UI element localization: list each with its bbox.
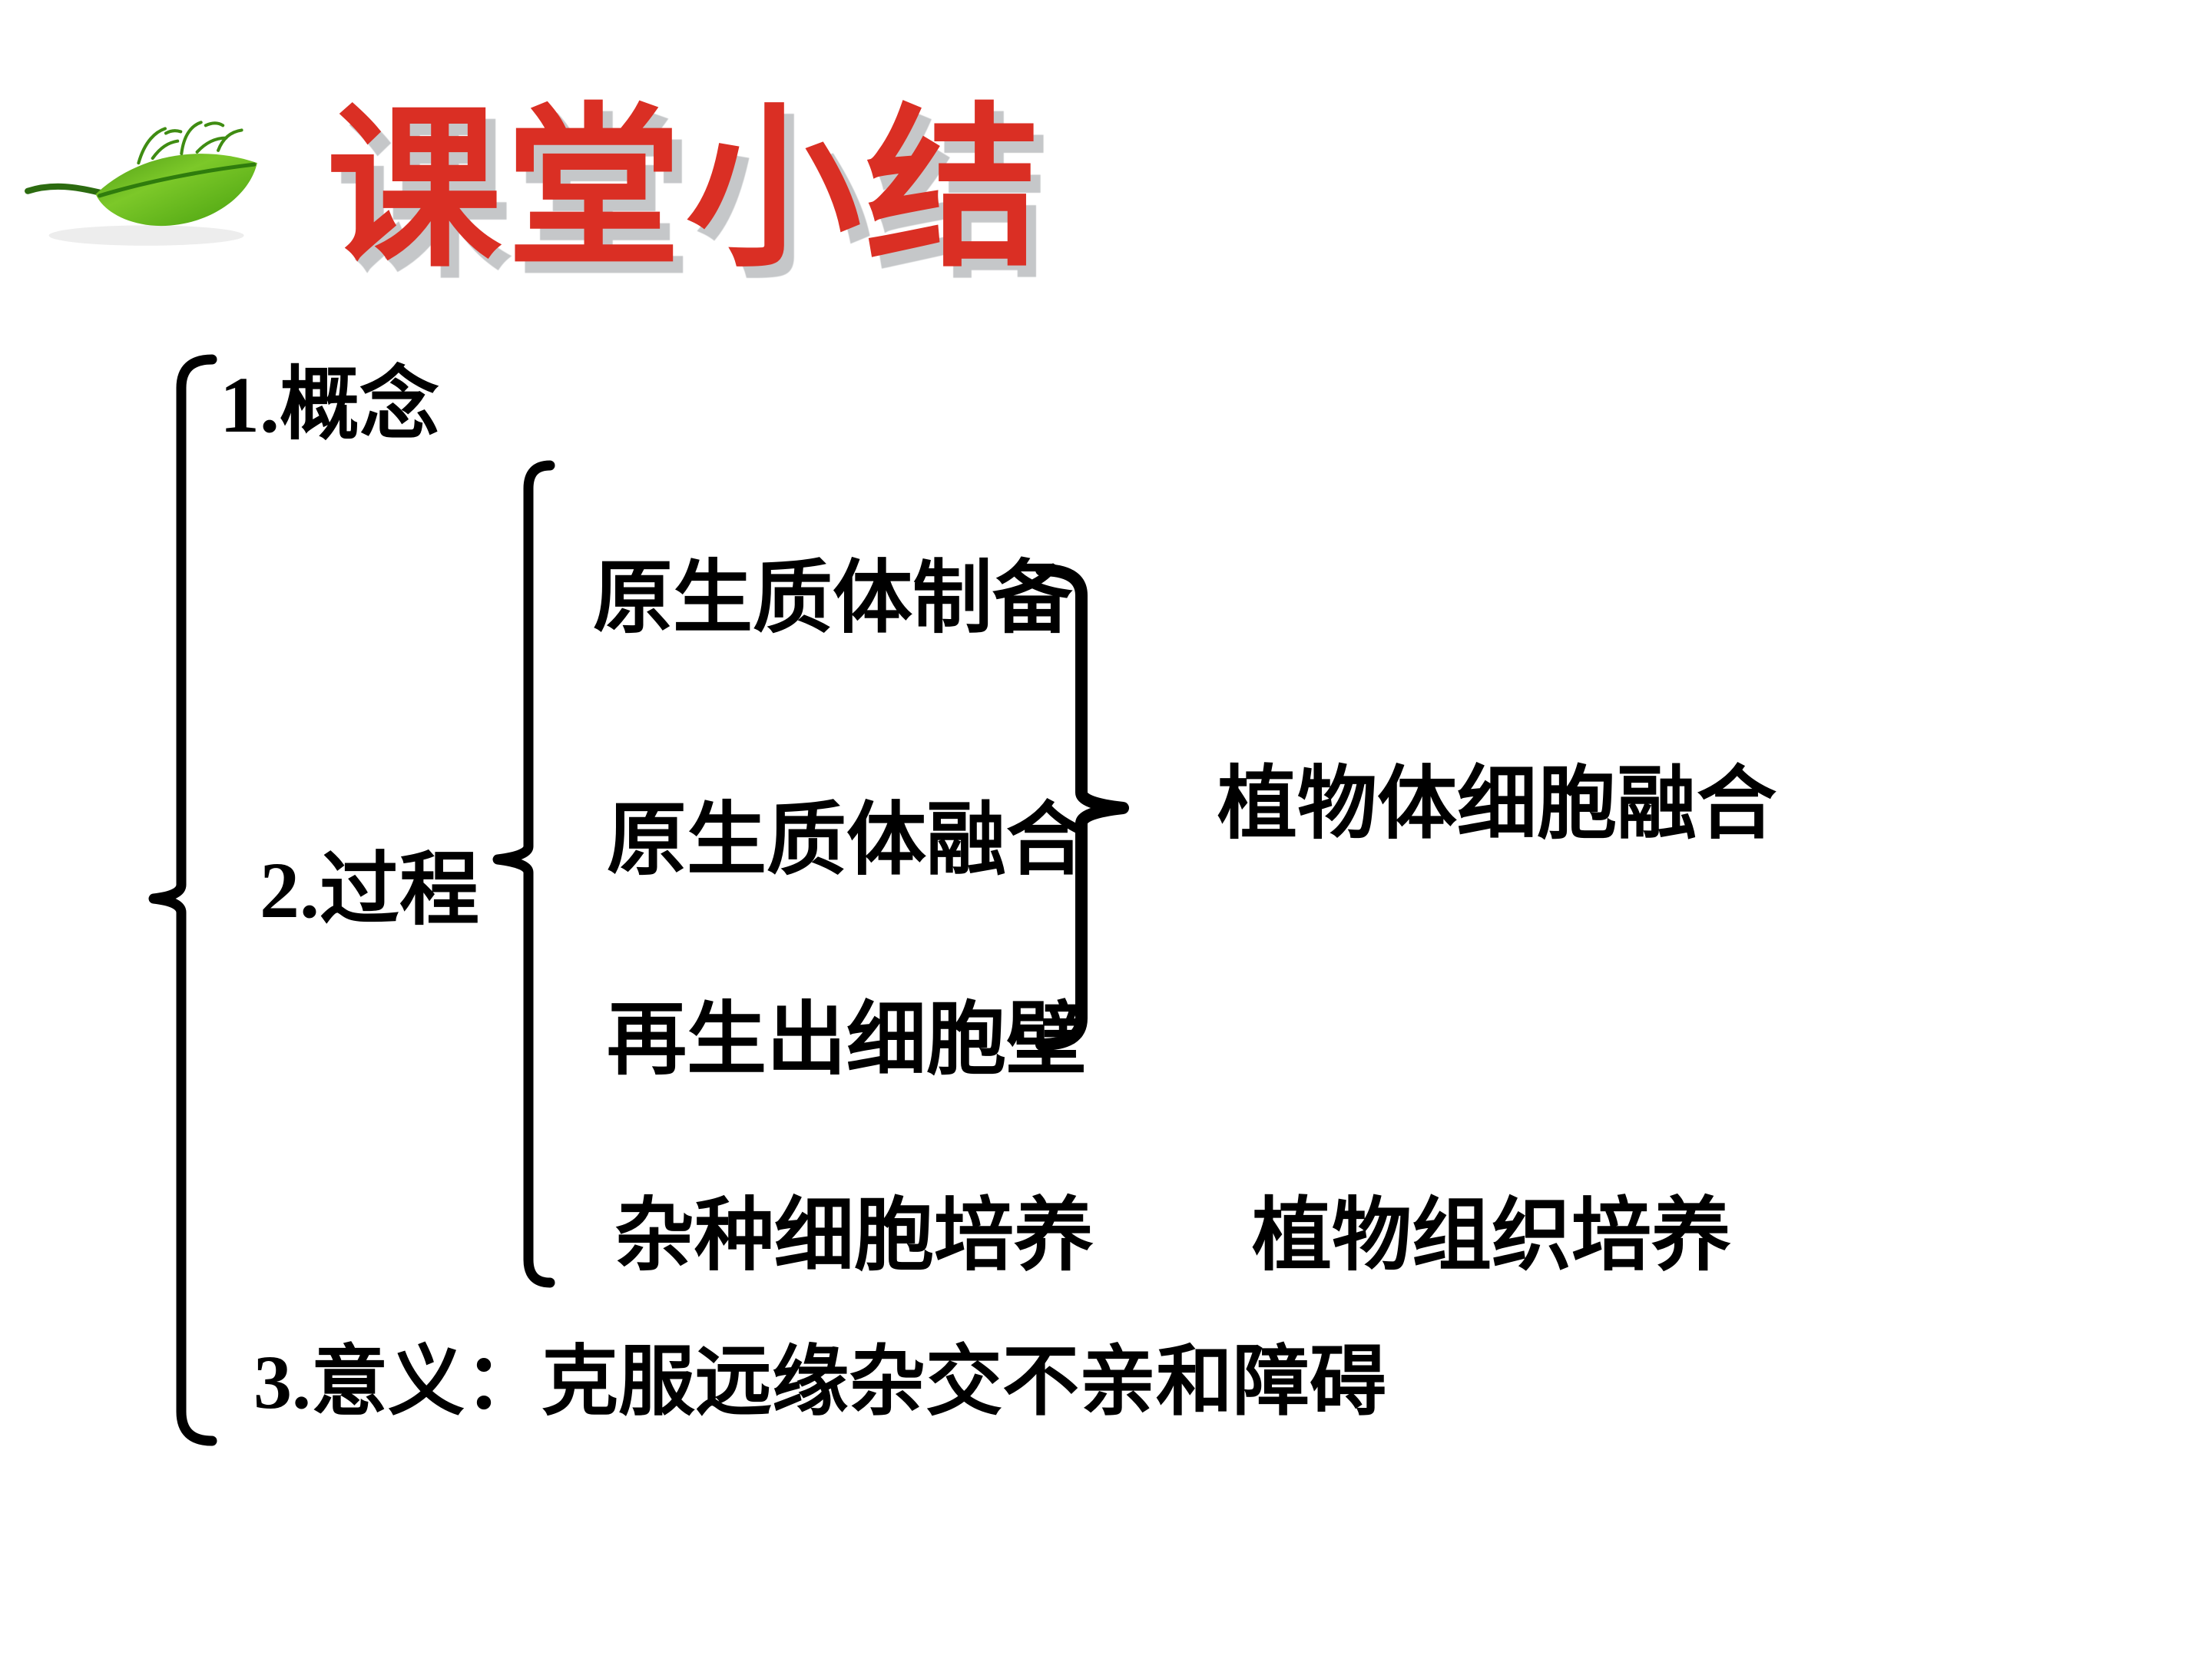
fusion-result-label: 植物体细胞融合 (1217, 760, 1777, 849)
process-brace (492, 460, 555, 1288)
process-step-2: 原生质体融合 (607, 796, 1087, 885)
outline-item-concept: 1.概念 (220, 361, 440, 449)
outer-brace (148, 354, 217, 1446)
outline-item-process: 2.过程 (260, 846, 480, 935)
process-step-3: 再生出细胞壁 (607, 996, 1087, 1084)
outline-item-significance: 3.意义：克服远缘杂交不亲和障碍 (253, 1339, 1386, 1425)
process-step-4: 杂种细胞培养 (614, 1192, 1094, 1280)
slide-title: 课堂小结 (326, 94, 1045, 288)
process-step-1: 原生质体制备 (593, 555, 1073, 643)
tissue-culture-label: 植物组织培养 (1252, 1192, 1732, 1280)
leaf-icon (25, 121, 257, 246)
